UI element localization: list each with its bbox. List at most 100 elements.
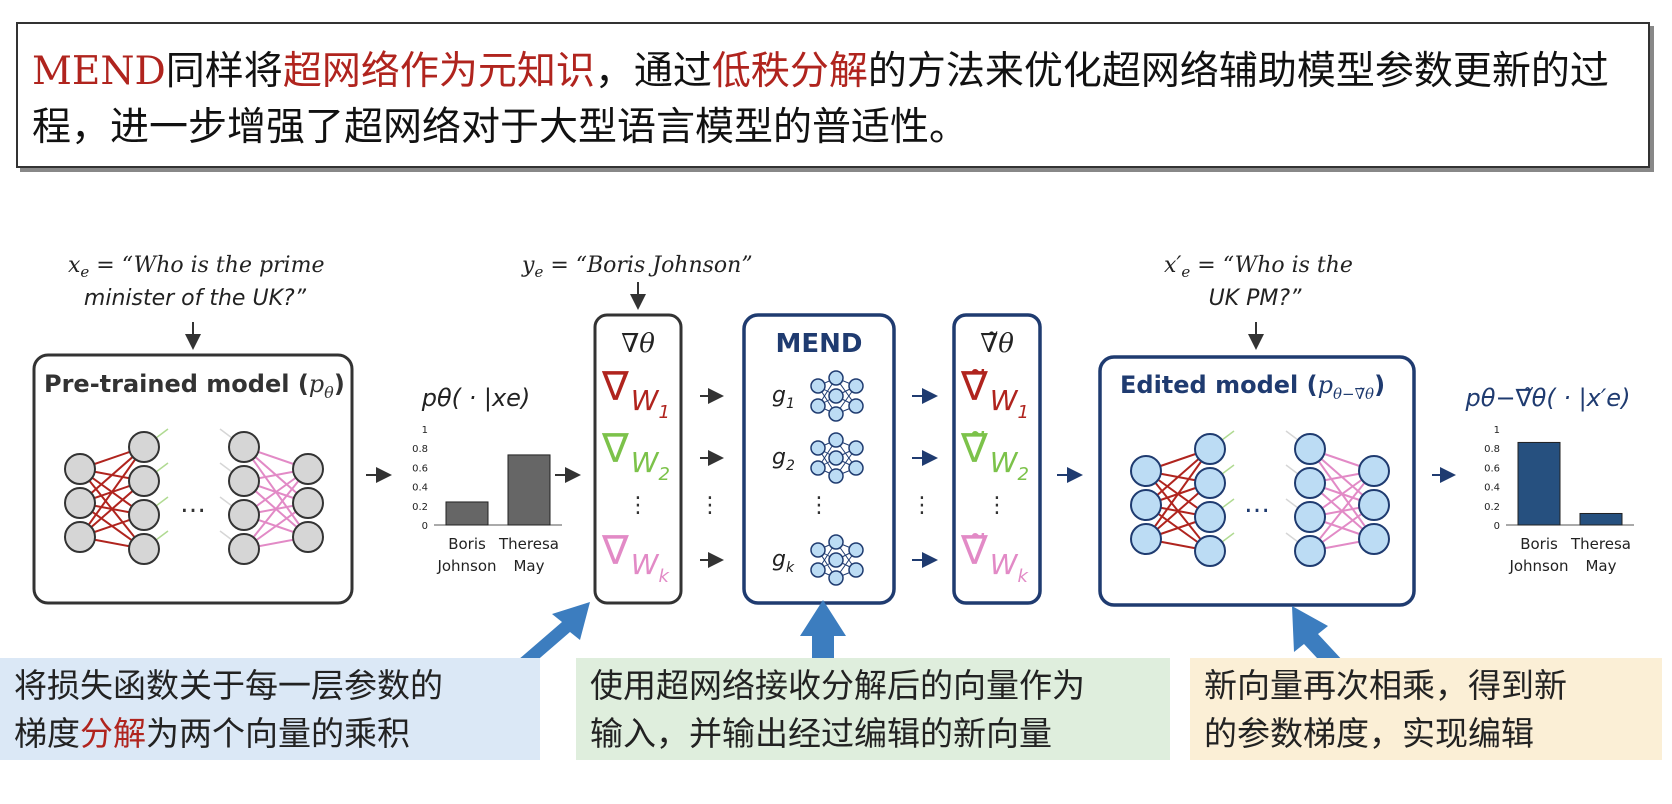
edited-title: Edited model ( <box>1120 371 1318 399</box>
net-node <box>1194 433 1226 465</box>
y-tick-label: 1 <box>422 425 428 436</box>
ye-symbol: y <box>521 253 535 278</box>
grad-row-2: ∇W2 <box>601 426 670 485</box>
edited-close: ) <box>1374 371 1385 399</box>
y-tick-label: 0.6 <box>412 463 428 474</box>
input-ye: ye = “Boris Johnson” <box>521 253 753 310</box>
grad-dots: ⋮ <box>986 493 1008 518</box>
net-node <box>1358 523 1390 555</box>
note-multiply-line2: 的参数梯度，实现编辑 <box>1204 714 1534 753</box>
dots-2: ⋮ <box>911 493 933 518</box>
net-node <box>228 533 260 565</box>
arrows-mend-tilde: ⋮ <box>911 388 938 568</box>
net-node <box>292 453 324 485</box>
chart-title: pθ( · |xe) <box>421 384 531 412</box>
bar-1 <box>445 501 489 526</box>
edited-sub: θ−∇̃θ <box>1333 385 1374 403</box>
category-label: May <box>1585 557 1616 575</box>
net-node <box>228 465 260 497</box>
svg-text:Pre-trained model (pθ): Pre-trained model (pθ) <box>44 370 345 402</box>
note-hypernetwork: 使用超网络接收分解后的向量作为 输入，并输出经过编辑的新向量 <box>576 658 1170 760</box>
headline-box: MEND同样将超网络作为元知识，通过低秩分解的方法来优化超网络辅助模型参数更新的… <box>16 22 1650 168</box>
edited-ellipsis: … <box>1244 489 1270 519</box>
pretrained-sub: θ <box>324 383 334 402</box>
y-tick-label: 0.2 <box>412 502 428 513</box>
callout-arrows <box>518 600 1344 672</box>
note-multiply-line1: 新向量再次相乘，得到新 <box>1204 666 1567 705</box>
bar-2 <box>507 454 551 526</box>
chart-before-edit: pθ( · |xe)00.20.40.60.81BorisJohnsonTher… <box>412 384 562 575</box>
arrows-grad-mend: ⋮ <box>699 388 724 568</box>
grad-header: ∇θ <box>621 329 655 359</box>
net-node <box>292 487 324 519</box>
category-label: Johnson <box>1508 557 1568 575</box>
y-tick-label: 0 <box>1494 521 1500 532</box>
net-node <box>1358 455 1390 487</box>
pretrained-model: Pre-trained model (pθ) … <box>32 353 354 605</box>
xe2-text-1: = “Who is the <box>1190 253 1353 278</box>
xe-text-2: minister of the UK?” <box>84 286 307 311</box>
bar-1 <box>1517 441 1561 526</box>
edited-network-icon <box>1130 430 1390 567</box>
xe2-text-2: UK PM?” <box>1209 286 1302 311</box>
net-node <box>64 487 96 519</box>
headline-text-3: 的方法来优化超网络辅助模型参数更新的过程，进一步增强了超网络对于大型语言模型的普… <box>32 49 1609 150</box>
category-label: May <box>513 557 544 575</box>
input-xe: xe = “Who is the prime minister of the U… <box>68 253 324 350</box>
chart-title: pθ−∇̃θ( · |x′e) <box>1465 384 1631 412</box>
gradient-box: ∇θ ∇W1∇W2 ∇Wk ⋮ <box>593 313 683 605</box>
headline-highlight-1: 超网络作为元知识 <box>282 49 595 94</box>
svg-text:Edited model (pθ−∇̃θ): Edited model (pθ−∇̃θ) <box>1120 371 1385 403</box>
mend-mini-net-icon <box>810 534 864 586</box>
y-tick-label: 1 <box>1494 425 1500 436</box>
grad-row-2: ∇̃W2 <box>960 426 1029 485</box>
pretrained-title: Pre-trained model ( <box>44 370 309 398</box>
headline-text-2: ，通过 <box>594 49 712 94</box>
grad-dots: ⋮ <box>627 493 649 518</box>
headline-text-1: 同样将 <box>165 49 283 94</box>
note-decompose-line2: 梯度分解为两个向量的乘积 <box>14 714 410 753</box>
edited-model: Edited model (pθ−∇̃θ) … <box>1098 355 1416 607</box>
grad-row-1: ∇̃W1 <box>960 364 1029 423</box>
svg-text:ye = “Boris Johnson”: ye = “Boris Johnson” <box>521 253 753 281</box>
grad-row-3: ∇̃Wk <box>960 528 1029 587</box>
net-node <box>64 453 96 485</box>
category-label: Boris <box>448 535 486 553</box>
mend-g-3: gk <box>772 547 795 576</box>
note-decompose-line1: 将损失函数关于每一层参数的 <box>14 666 443 705</box>
dots-1: ⋮ <box>699 493 721 518</box>
net-node <box>1294 535 1326 567</box>
net-node <box>1294 433 1326 465</box>
net-node <box>1194 467 1226 499</box>
mend-g-1: g1 <box>772 383 795 412</box>
y-tick-label: 0.2 <box>1484 502 1500 513</box>
net-node <box>292 521 324 553</box>
grad-row-1: ∇W1 <box>601 364 670 423</box>
category-label: Johnson <box>436 557 496 575</box>
pretrained-ellipsis: … <box>180 489 206 519</box>
net-node <box>64 521 96 553</box>
y-tick-label: 0.4 <box>1484 483 1500 494</box>
xe-symbol: x <box>68 253 81 278</box>
net-node <box>228 431 260 463</box>
xe2-sub: e <box>1181 263 1190 281</box>
grad-row-3: ∇Wk <box>601 528 670 587</box>
net-node <box>128 533 160 565</box>
pretrained-network-icon <box>64 428 324 565</box>
net-node <box>228 499 260 531</box>
category-label: Boris <box>1520 535 1558 553</box>
input-xe-prime: x′e = “Who is the UK PM?” <box>1164 253 1353 350</box>
category-label: Theresa <box>498 535 559 553</box>
edited-p: p <box>1318 371 1333 399</box>
note-multiply: 新向量再次相乘，得到新 的参数梯度，实现编辑 <box>1190 658 1662 760</box>
y-tick-label: 0.6 <box>1484 463 1500 474</box>
note-decompose: 将损失函数关于每一层参数的 梯度分解为两个向量的乘积 <box>0 658 540 760</box>
xe-text-1: = “Who is the prime <box>89 253 324 278</box>
net-node <box>128 499 160 531</box>
pretrained-close: ) <box>334 370 345 398</box>
chart-after-edit: pθ−∇̃θ( · |x′e)00.20.40.60.81BorisJohnso… <box>1465 384 1634 575</box>
net-node <box>1294 501 1326 533</box>
mend-mini-net-icon <box>810 432 864 484</box>
